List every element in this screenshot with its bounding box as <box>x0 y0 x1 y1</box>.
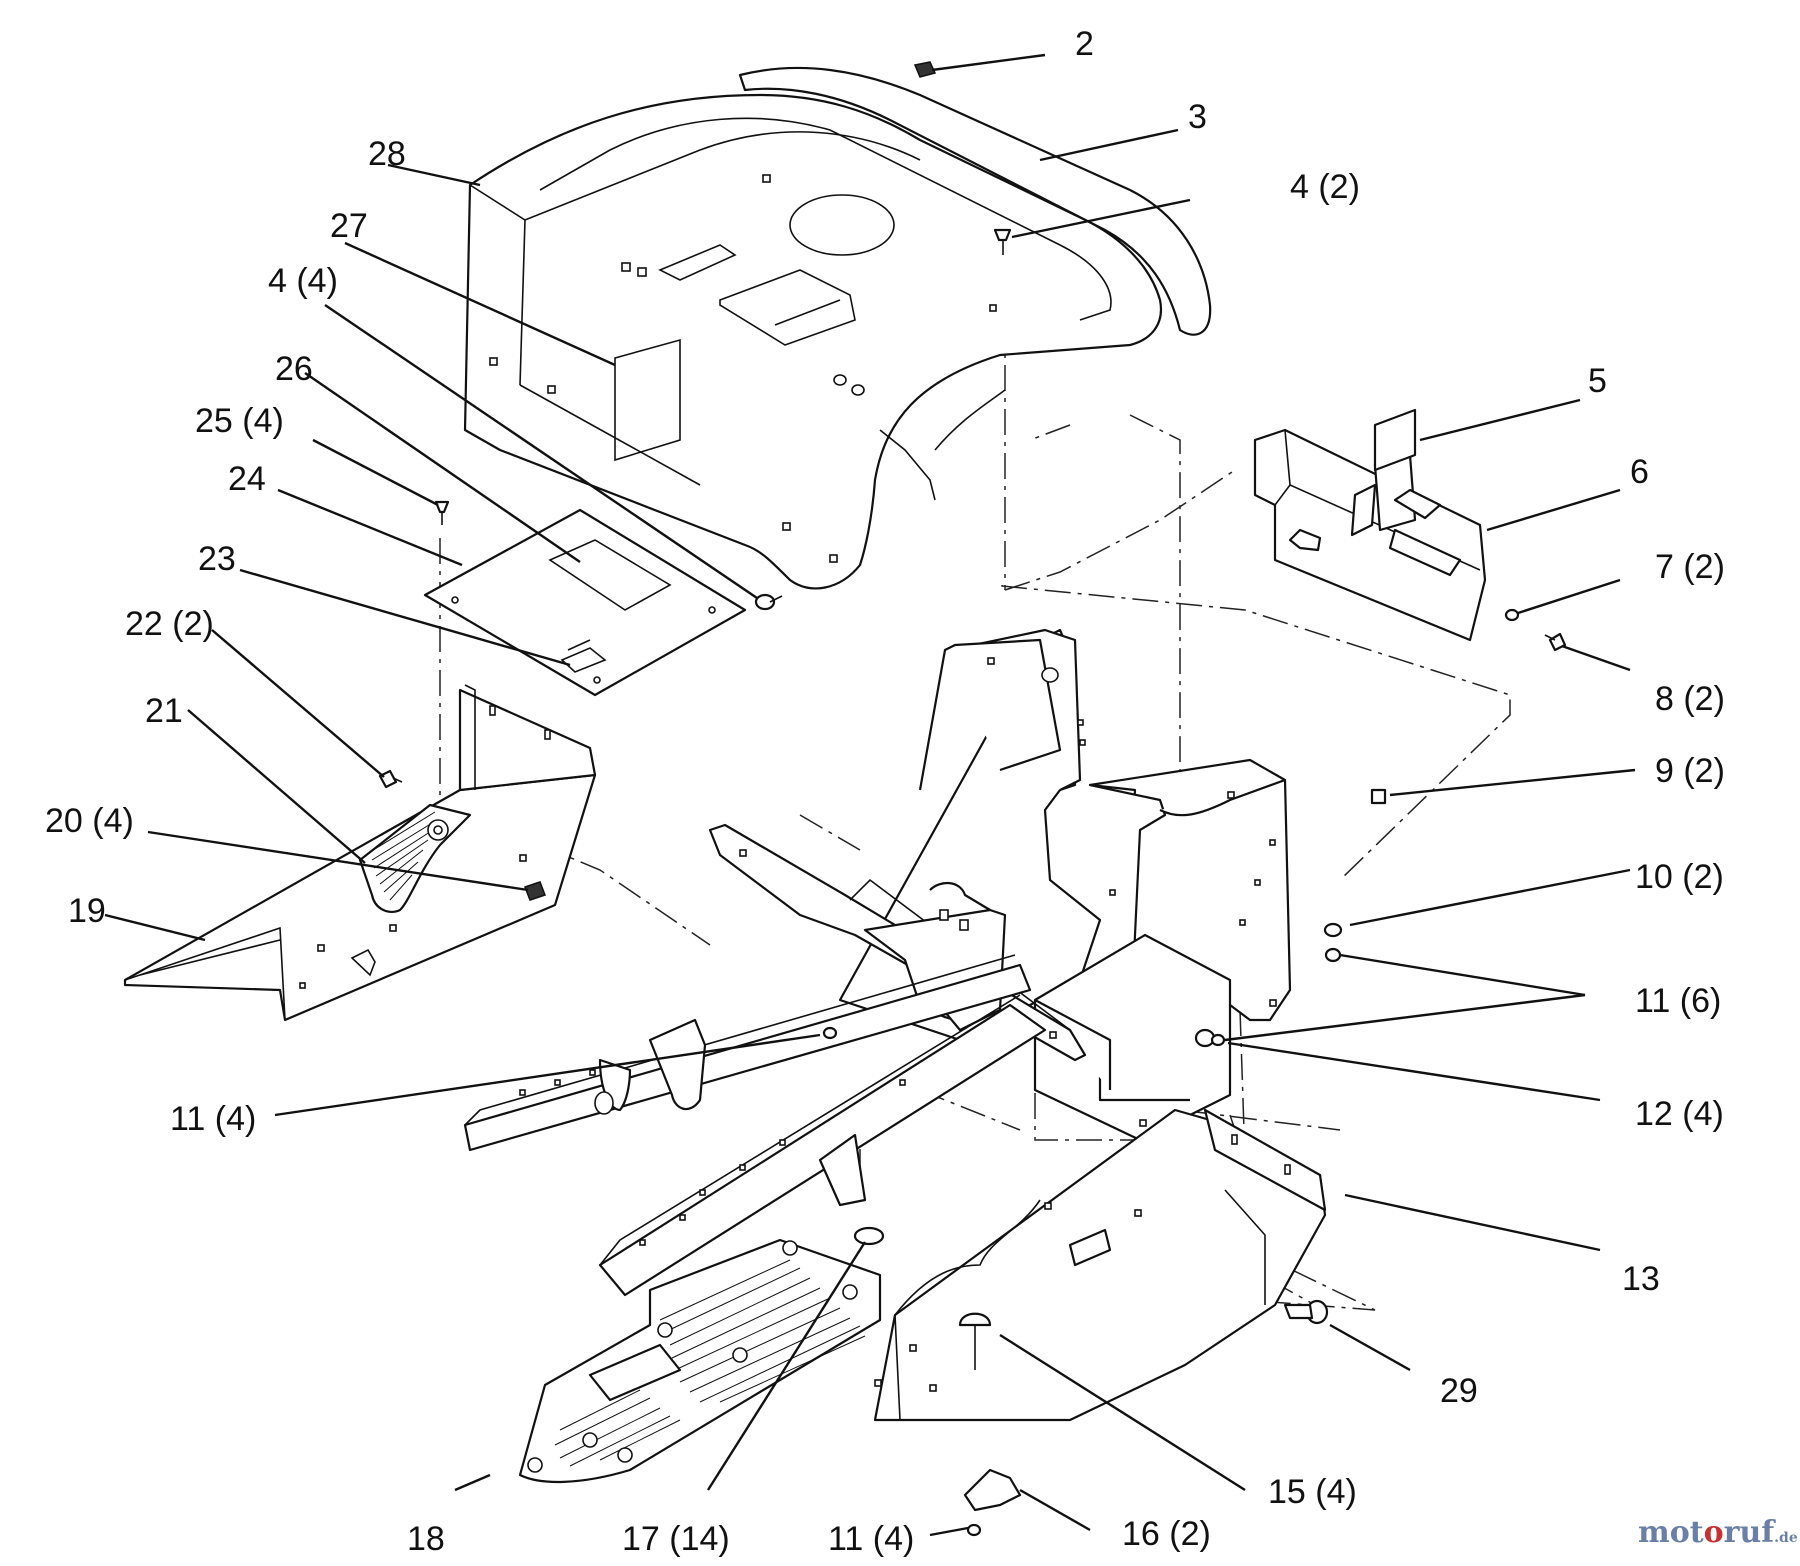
callout-6: 6 <box>1630 453 1649 491</box>
callout-23: 23 <box>198 540 236 578</box>
callout-15-4: 15 (4) <box>1268 1473 1357 1511</box>
hood-screws <box>754 228 1012 611</box>
plate-bolt <box>434 500 450 525</box>
callout-11-4-bottom: 11 (4) <box>828 1520 914 1558</box>
hood-insert-clip <box>913 61 937 78</box>
callout-28: 28 <box>368 135 406 173</box>
callout-22-2: 22 (2) <box>125 605 214 643</box>
footrest-fasteners <box>853 1226 1329 1512</box>
spring-clip <box>1370 788 1387 805</box>
callout-13: 13 <box>1622 1260 1660 1298</box>
callout-7-2: 7 (2) <box>1655 548 1725 586</box>
bracket-fasteners <box>378 769 546 901</box>
callout-8-2: 8 (2) <box>1655 680 1725 718</box>
callout-2: 2 <box>1075 25 1094 63</box>
callout-10-2: 10 (2) <box>1635 858 1724 896</box>
mat-ribs <box>554 1259 866 1467</box>
callout-5: 5 <box>1588 362 1607 400</box>
frame-rails <box>463 954 1047 1297</box>
callout-11-6: 11 (6) <box>1635 982 1721 1020</box>
frame-assembly <box>708 628 1292 1142</box>
callout-29: 29 <box>1440 1372 1478 1410</box>
callout-19: 19 <box>68 892 106 930</box>
callout-16-2: 16 (2) <box>1122 1515 1211 1553</box>
footrest-mat <box>518 1238 882 1484</box>
callout-18: 18 <box>407 1520 445 1558</box>
callout-25-4: 25 (4) <box>195 402 284 440</box>
hood <box>463 93 1163 590</box>
frame-fasteners <box>822 922 1343 1537</box>
pedal-ribs <box>369 811 438 901</box>
left-footrest-bracket <box>123 684 597 1022</box>
panel-fasteners <box>1504 608 1567 652</box>
battery-cover-plate <box>423 508 747 697</box>
callout-9-2: 9 (2) <box>1655 752 1725 790</box>
callout-20-4: 20 (4) <box>45 802 134 840</box>
callout-27: 27 <box>330 207 368 245</box>
callout-21: 21 <box>145 692 183 730</box>
callout-labels: 2 3 4 (2) 28 27 4 (4) 26 25 (4) 24 23 22… <box>45 25 1725 1558</box>
instrument-panel-bracket <box>1253 428 1487 642</box>
callout-17-14: 17 (14) <box>622 1520 730 1558</box>
callout-24: 24 <box>228 460 266 498</box>
callout-26: 26 <box>275 350 313 388</box>
callout-4-2: 4 (2) <box>1290 168 1360 206</box>
watermark-logo: motoruf.de <box>1638 1515 1798 1550</box>
right-footrest-panel <box>873 1108 1327 1422</box>
hood-trim-strip <box>738 66 1212 336</box>
callout-4-4: 4 (4) <box>268 262 338 300</box>
decal <box>1373 408 1417 472</box>
leader-lines <box>104 53 1636 1537</box>
callout-11-4-frame: 11 (4) <box>170 1100 256 1138</box>
callout-12-4: 12 (4) <box>1635 1095 1724 1133</box>
callout-3: 3 <box>1188 98 1207 136</box>
